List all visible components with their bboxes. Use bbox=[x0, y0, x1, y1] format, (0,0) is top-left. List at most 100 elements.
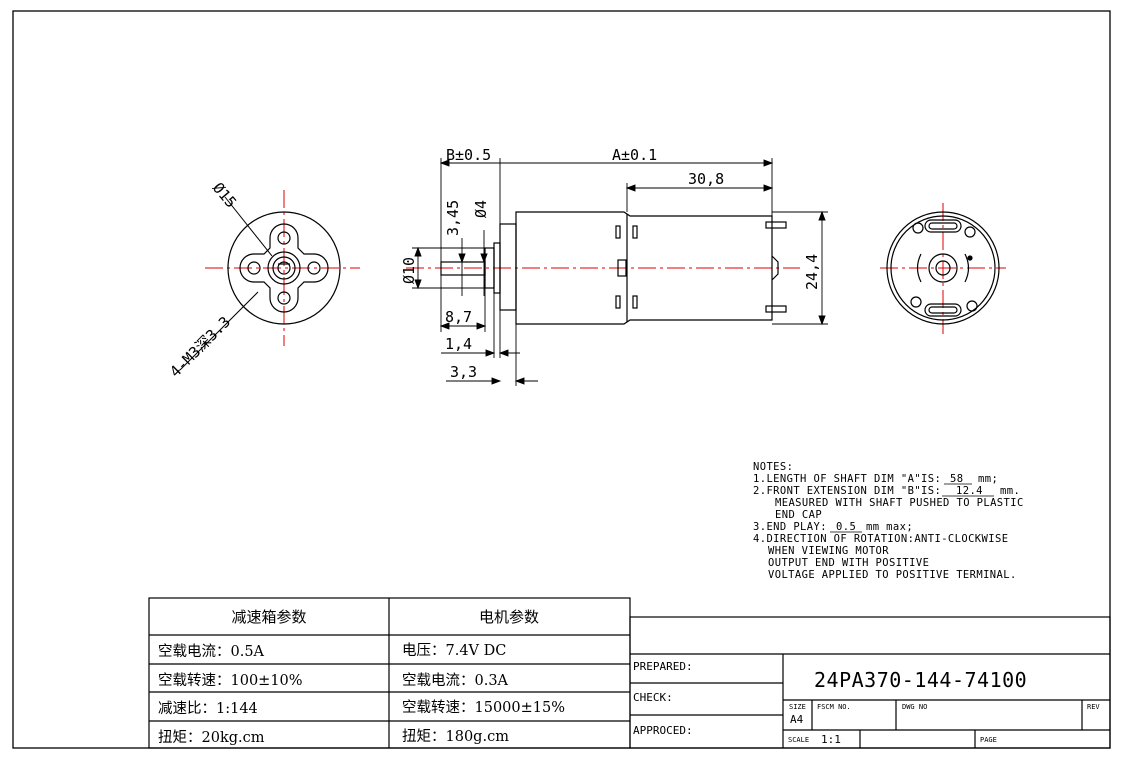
dim-3-45-label: 3,45 bbox=[444, 200, 462, 236]
terminal-slot-bottom-inner bbox=[928, 306, 958, 314]
note-2-unit: mm. bbox=[1000, 485, 1020, 497]
terminal-slot-top-inner bbox=[928, 222, 958, 230]
front-view: Ø15 4-M3深3.3 bbox=[166, 179, 360, 381]
note-2-value: 12.4 bbox=[956, 485, 983, 497]
rivet-2 bbox=[964, 226, 976, 238]
mounting-cross-profile bbox=[239, 223, 329, 313]
end-cap-inner bbox=[890, 215, 996, 321]
gearbox-param-2: 空载转速：100±10% bbox=[158, 672, 303, 689]
motor-param-3: 空载转速：15000±15% bbox=[402, 699, 565, 716]
motor-param-2: 空载电流：0.3A bbox=[402, 672, 509, 689]
dim-1-4-label: 1,4 bbox=[445, 335, 472, 353]
shaft-section bbox=[277, 261, 291, 275]
note-5-value: 0.5 bbox=[836, 521, 856, 533]
rivet-3 bbox=[910, 296, 922, 308]
scale-value: 1:1 bbox=[821, 733, 841, 746]
note-9-text: VOLTAGE APPLIED TO POSITIVE TERMINAL. bbox=[768, 569, 1017, 581]
dim-b bbox=[441, 158, 501, 224]
phi15-leader bbox=[224, 196, 273, 257]
end-cap-outline bbox=[886, 211, 1000, 325]
dim-phi4-label: Ø4 bbox=[472, 200, 490, 218]
note-8-text: OUTPUT END WITH POSITIVE bbox=[768, 557, 929, 569]
dim-phi10 bbox=[412, 246, 485, 290]
dim-3-45 bbox=[458, 230, 488, 296]
prepared-label: PREPARED: bbox=[633, 660, 693, 673]
page-label: PAGE bbox=[980, 736, 997, 744]
gearbox-body bbox=[499, 223, 517, 311]
notes-block: NOTES: 1.LENGTH OF SHAFT DIM "A"IS: 58 m… bbox=[753, 461, 1024, 581]
gearbox-param-4: 扭矩：20kg.cm bbox=[158, 729, 265, 746]
size-label: SIZE bbox=[789, 703, 806, 711]
m3-label: 4-M3深3.3 bbox=[166, 313, 234, 381]
vent-slot-bottom bbox=[615, 295, 621, 309]
notes-title: NOTES: bbox=[753, 461, 793, 473]
can-notch bbox=[617, 259, 627, 277]
title-block: PREPARED: CHECK: APPROCED: 24PA370-144-7… bbox=[629, 616, 1111, 749]
dim-24-4-label: 24,4 bbox=[803, 254, 821, 290]
brush-arc-left bbox=[916, 253, 922, 283]
dim-b-label: B±0.5 bbox=[446, 146, 491, 164]
rivet-4 bbox=[966, 300, 978, 312]
terminal-slot-bottom bbox=[924, 303, 962, 317]
rear-view bbox=[880, 203, 1006, 334]
brush-arc-right bbox=[964, 253, 970, 283]
note-5-text: 3.END PLAY: bbox=[753, 521, 827, 533]
rev-label: REV bbox=[1087, 703, 1100, 711]
note-2-text: 2.FRONT EXTENSION DIM "B"IS: bbox=[753, 485, 941, 497]
terminal-top bbox=[765, 221, 787, 229]
motor-param-1: 电压：7.4V DC bbox=[402, 642, 506, 659]
dim-phi10-label: Ø10 bbox=[400, 257, 418, 284]
scale-label: SCALE bbox=[788, 736, 809, 744]
note-3-text: MEASURED WITH SHAFT PUSHED TO PLASTIC bbox=[775, 497, 1024, 509]
note-4-text: END CAP bbox=[775, 509, 822, 521]
gearbox-header: 减速箱参数 bbox=[231, 608, 306, 626]
approved-label: APPROCED: bbox=[633, 724, 693, 737]
dim-1-4 bbox=[441, 293, 520, 358]
m3-leader bbox=[179, 291, 259, 371]
gearbox-param-3: 减速比：1:144 bbox=[158, 700, 258, 717]
vent-slot-bottom-2 bbox=[632, 295, 638, 309]
terminal-bottom bbox=[765, 305, 787, 313]
note-6-text: 4.DIRECTION OF ROTATION:ANTI-CLOCKWISE bbox=[753, 533, 1008, 545]
size-value: A4 bbox=[790, 713, 804, 726]
dim-24-4 bbox=[772, 210, 828, 326]
mount-hole-bottom bbox=[277, 291, 291, 305]
mount-hole-right bbox=[307, 261, 321, 275]
dim-8-7-label: 8,7 bbox=[445, 308, 472, 326]
boss-inner bbox=[272, 256, 296, 280]
bearing-inner bbox=[935, 260, 951, 276]
brush-dot bbox=[967, 255, 973, 261]
vent-slot-top-2 bbox=[632, 225, 638, 239]
dim-8-7 bbox=[439, 275, 487, 332]
motor-param-4: 扭矩：180g.cm bbox=[402, 728, 509, 745]
dim-3-3 bbox=[446, 310, 538, 386]
boss-outer bbox=[267, 251, 301, 285]
dim-30-8-label: 30,8 bbox=[688, 170, 724, 188]
check-label: CHECK: bbox=[633, 691, 673, 704]
bearing-outer bbox=[928, 253, 958, 283]
note-7-text: WHEN VIEWING MOTOR bbox=[768, 545, 889, 557]
mount-hole-top bbox=[277, 231, 291, 245]
part-number: 24PA370-144-74100 bbox=[814, 668, 1027, 692]
end-cap-bump bbox=[771, 255, 779, 281]
note-1-unit: mm; bbox=[978, 473, 998, 485]
vent-slot-top bbox=[615, 225, 621, 239]
gearbox-param-1: 空载电流：0.5A bbox=[158, 643, 265, 660]
dim-3-3-label: 3,3 bbox=[450, 363, 477, 381]
rivet-1 bbox=[912, 222, 924, 234]
motor-header: 电机参数 bbox=[479, 608, 539, 626]
params-table: 减速箱参数 电机参数 空载电流：0.5A 空载转速：100±10% 减速比：1:… bbox=[148, 597, 631, 749]
note-1-text: 1.LENGTH OF SHAFT DIM "A"IS: bbox=[753, 473, 941, 485]
phi15-label: Ø15 bbox=[209, 179, 240, 211]
mount-hole-left bbox=[247, 261, 261, 275]
motor-can bbox=[515, 211, 773, 325]
side-view: A±0.1 B±0.5 30,8 24,4 bbox=[400, 146, 828, 386]
dim-a-label: A±0.1 bbox=[612, 146, 657, 164]
gearbox-face-outline bbox=[227, 211, 341, 325]
dwg-label: DWG NO bbox=[902, 703, 927, 711]
fscm-label: FSCM NO. bbox=[817, 703, 851, 711]
note-1-value: 58 bbox=[950, 473, 963, 485]
dim-30-8 bbox=[625, 183, 774, 212]
terminal-slot-top bbox=[924, 219, 962, 233]
